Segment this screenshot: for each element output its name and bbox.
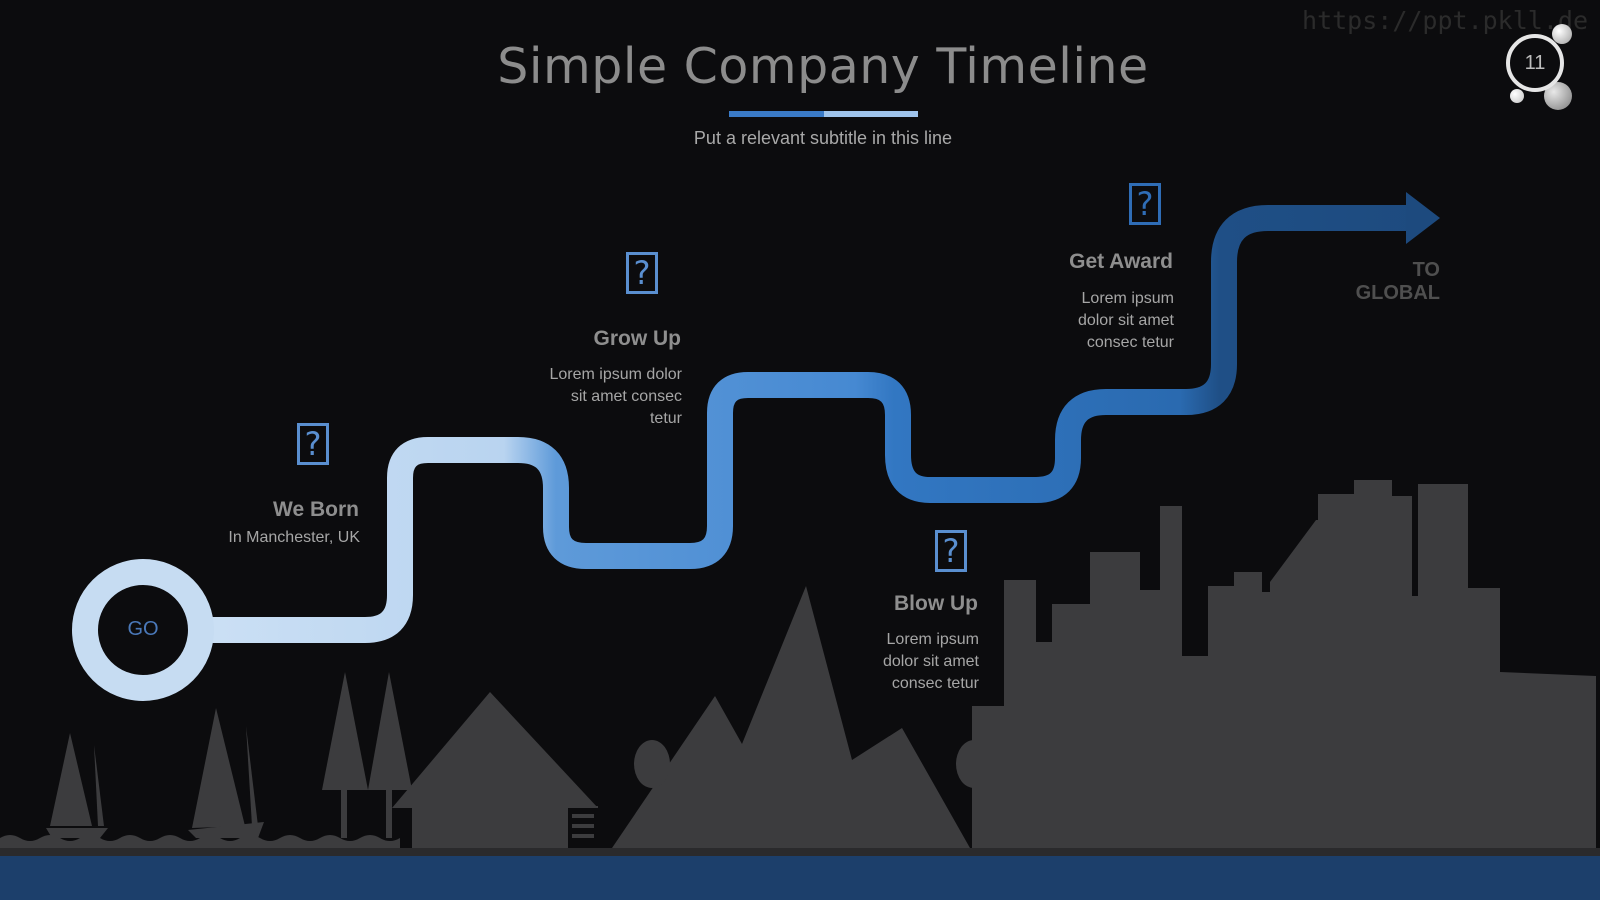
question-mark-icon: ? xyxy=(1129,183,1161,225)
question-mark-icon: ? xyxy=(935,530,967,572)
milestone-description: Lorem ipsum dolor sit amet consec tetur xyxy=(1077,290,1174,351)
milestone-description: Lorem ipsum dolor sit amet consec tetur xyxy=(882,631,979,692)
watermark: https://ppt.pkll.de xyxy=(1302,6,1588,35)
milestone-description: In Manchester, UK xyxy=(228,529,360,546)
milestone-title: Get Award xyxy=(1069,250,1173,273)
question-mark-icon: ? xyxy=(626,252,658,294)
milestone-title: We Born xyxy=(273,498,359,521)
question-mark-icon: ? xyxy=(297,423,329,465)
ground-line xyxy=(0,848,1600,856)
slide-title: Simple Company Timeline xyxy=(497,38,1149,95)
milestone-description: Lorem ipsum dolor sit amet consec tetur xyxy=(549,366,683,427)
bottom-bar xyxy=(0,856,1600,900)
title-underline-right xyxy=(824,111,918,117)
page-number-badge: 11 xyxy=(1506,34,1564,92)
decor-bubble xyxy=(1552,24,1572,44)
title-underline-left xyxy=(729,111,824,117)
slide-subtitle: Put a relevant subtitle in this line xyxy=(693,128,953,148)
end-label: TO GLOBAL xyxy=(1355,259,1440,304)
milestone-title: Grow Up xyxy=(593,327,682,350)
start-ring xyxy=(72,559,214,701)
arrow-head xyxy=(1406,192,1440,244)
start-label: GO xyxy=(127,618,159,640)
decor-bubble xyxy=(1510,89,1524,103)
milestone-title: Blow Up xyxy=(894,592,978,615)
